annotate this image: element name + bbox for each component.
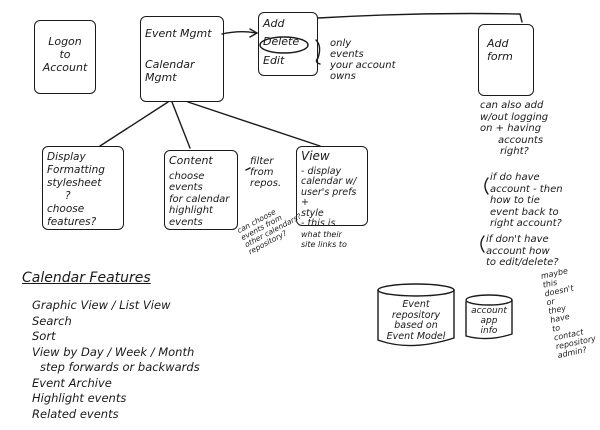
- add-delete-edit-box: Add Delete Edit: [258, 12, 318, 76]
- add-form-line-1: Add: [487, 37, 509, 50]
- add-form-box: Add form: [478, 24, 534, 96]
- management-box: Event Mgmt Calendar Mgmt: [140, 16, 224, 102]
- note-tie-to-account: if do have account - then how to tie eve…: [490, 172, 563, 229]
- feature-item: Sort: [32, 329, 56, 343]
- logon-line-2: to: [59, 48, 71, 61]
- content-box: Content choose events for calendar highl…: [164, 150, 238, 230]
- feature-item: Related events: [32, 406, 119, 421]
- account-app-info: account app info: [471, 306, 507, 336]
- note-add-without-login: can also add w/out logging on + having a…: [480, 100, 549, 157]
- logon-box: Logon to Account: [34, 20, 96, 94]
- filter-note: filter from repos.: [250, 156, 282, 189]
- feature-item: step forwards or backwards: [40, 360, 200, 374]
- event-mgmt-label: Event Mgmt: [145, 27, 212, 40]
- calendar-mgmt-label: Calendar Mgmt: [145, 58, 195, 84]
- ownership-note: only events your account owns: [330, 38, 396, 82]
- display-box: Display Formatting stylesheet ? choose f…: [42, 146, 124, 230]
- event-repository: Event repository based on Event Model: [386, 299, 446, 342]
- calendar-features-title: Calendar Features: [22, 270, 151, 286]
- edit-label: Edit: [263, 54, 285, 67]
- logon-line-3: Account: [42, 61, 88, 74]
- feature-item: View by Day / Week / Month: [32, 344, 195, 359]
- features-list: Graphic View / List View Search Sort Vie…: [32, 298, 200, 422]
- view-box: View - display calendar w/ user's prefs …: [296, 146, 368, 249]
- feature-item: Highlight events: [32, 391, 127, 405]
- feature-item: Search: [32, 313, 72, 328]
- feature-item: Graphic View / List View: [32, 298, 171, 312]
- add-form-line-2: form: [487, 50, 513, 63]
- logon-line-1: Logon: [48, 35, 82, 48]
- feature-item: Event Archive: [32, 375, 112, 390]
- delete-label: Delete: [263, 35, 300, 48]
- note-no-account: if don't have account how to edit/delete…: [486, 234, 559, 268]
- add-label: Add: [263, 17, 285, 30]
